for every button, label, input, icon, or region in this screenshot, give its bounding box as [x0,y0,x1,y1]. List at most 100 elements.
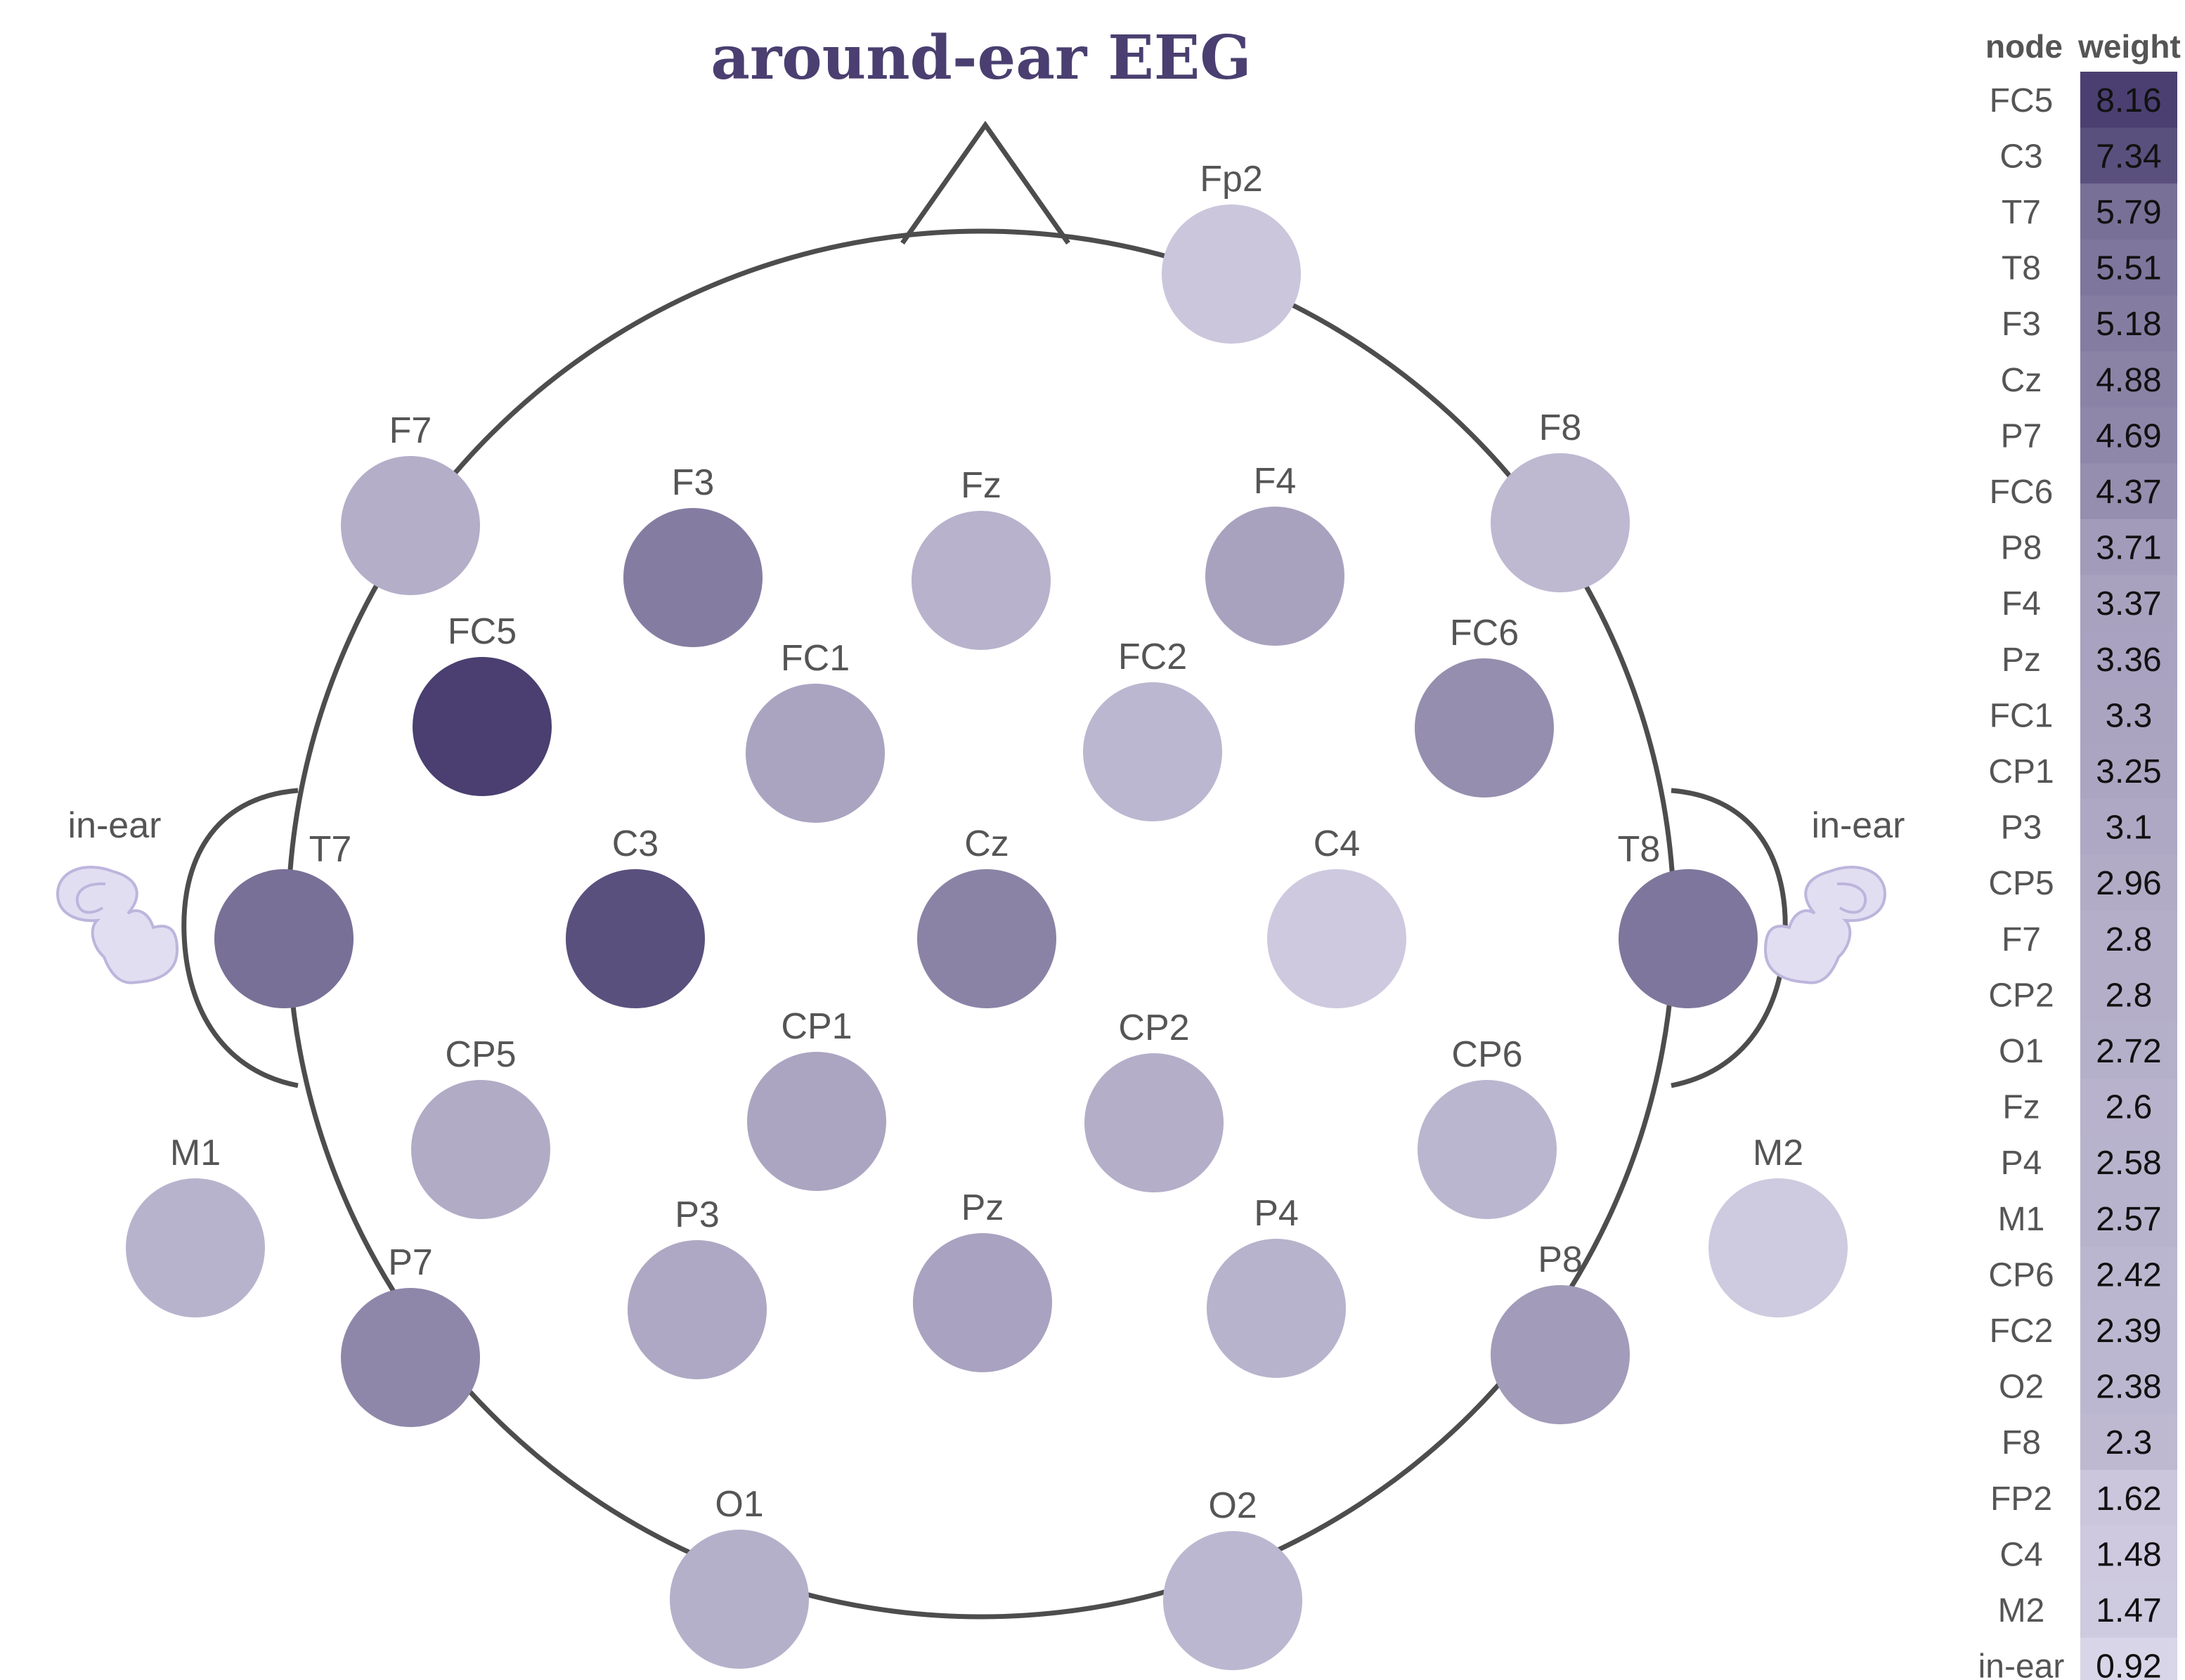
electrode-fc5 [413,657,552,796]
table-cell-o2 [2080,1357,2177,1414]
electrode-t7 [214,869,354,1008]
table-cell-cp5 [2080,854,2177,911]
electrode-p4 [1207,1239,1346,1378]
electrode-label-f8: F8 [1539,408,1582,448]
electrode-fp2 [1162,204,1301,344]
table-weight-m1: 2.57 [2096,1201,2161,1238]
in-ear-right-icon [1763,866,1887,984]
nose-icon [900,120,1070,245]
electrode-label-cp5: CP5 [445,1034,516,1075]
electrode-p8 [1491,1285,1630,1424]
electrode-pz [913,1233,1052,1372]
electrode-cp2 [1084,1053,1224,1192]
table-node-m2: M2 [1998,1592,2045,1629]
table-node-o1: O1 [1999,1033,2044,1070]
table-node-m1: M1 [1998,1201,2045,1238]
table-cell-p8 [2080,519,2177,575]
table-weight-p4: 2.58 [2096,1145,2161,1182]
table-weight-fc2: 2.39 [2096,1313,2161,1350]
table-weight-in-ear: 0.92 [2096,1648,2161,1680]
table-node-p8: P8 [2001,530,2042,567]
table-cell-cp1 [2080,743,2177,800]
table-cell-fc5 [2080,72,2177,129]
table-cell-p3 [2080,798,2177,855]
table-node-fz: Fz [2002,1089,2040,1126]
electrode-o1 [670,1530,809,1669]
electrode-fz [912,511,1051,650]
table-weight-o1: 2.72 [2096,1033,2161,1070]
table-weight-t7: 5.79 [2096,194,2161,231]
table-weight-pz: 3.36 [2096,642,2161,679]
electrode-label-cz: Cz [964,823,1009,864]
electrode-label-fz: Fz [961,465,1001,506]
table-weight-m2: 1.47 [2096,1592,2161,1629]
table-node-pz: Pz [2002,642,2041,679]
table-node-t7: T7 [2002,194,2041,231]
electrode-cp5 [411,1080,550,1219]
table-weight-fc5: 8.16 [2096,82,2161,119]
table-node-fc5: FC5 [1990,82,2054,119]
electrode-label-p4: P4 [1254,1193,1299,1234]
table-cell-f8 [2080,1414,2177,1471]
table-cell-fc2 [2080,1302,2177,1359]
table-weight-p8: 3.71 [2096,530,2161,567]
electrode-label-p3: P3 [675,1194,720,1235]
electrode-label-cp1: CP1 [781,1006,852,1047]
electrode-fc6 [1415,658,1554,797]
table-header-weight: weight [2077,28,2181,65]
table-node-cp2: CP2 [1988,977,2054,1014]
table-cell-cp2 [2080,966,2177,1023]
table-node-fc2: FC2 [1990,1313,2054,1350]
electrode-f3 [623,508,763,647]
electrode-label-p8: P8 [1538,1239,1583,1280]
table-weight-f8: 2.3 [2106,1424,2153,1461]
electrode-fc1 [746,684,885,823]
electrode-label-o1: O1 [715,1484,763,1525]
electrode-label-m1: M1 [170,1133,221,1173]
table-weight-cp1: 3.25 [2096,753,2161,790]
table-node-fp2: FP2 [1990,1480,2052,1518]
table-cell-t7 [2080,183,2177,240]
electrode-label-f4: F4 [1254,461,1297,502]
table-weight-t8: 5.51 [2096,250,2161,287]
electrode-p3 [628,1240,767,1379]
table-cell-cz [2080,351,2177,408]
in-ear-right: in-ear [1763,805,1905,984]
electrode-m1 [126,1178,265,1317]
electrode-label-fc1: FC1 [781,638,850,679]
table-cell-o1 [2080,1022,2177,1079]
electrode-label-fc6: FC6 [1450,613,1519,653]
electrode-fc2 [1083,682,1222,821]
in-ear-left-icon [56,866,179,984]
table-weight-cp2: 2.8 [2106,977,2153,1014]
table-cell-fc6 [2080,463,2177,520]
table-node-fc6: FC6 [1990,474,2054,511]
electrode-o2 [1163,1531,1302,1670]
table-node-p7: P7 [2001,417,2042,455]
electrode-label-m2: M2 [1753,1133,1803,1173]
table-cell-cp6 [2080,1246,2177,1303]
electrode-label-fc5: FC5 [448,611,517,652]
electrode-label-fp2: Fp2 [1200,159,1263,200]
table-weight-p3: 3.1 [2106,809,2153,847]
table-cell-c3 [2080,127,2177,184]
electrode-m2 [1709,1178,1848,1317]
electrode-c4 [1267,869,1406,1008]
left-ear-outline-icon [181,788,299,1088]
electrode-label-c3: C3 [612,823,659,864]
table-cell-c4 [2080,1525,2177,1582]
electrode-label-p7: P7 [388,1242,433,1283]
electrode-label-fc2: FC2 [1118,637,1187,677]
electrode-label-cp2: CP2 [1118,1008,1189,1048]
table-weight-f3: 5.18 [2096,306,2161,343]
table-node-f8: F8 [2002,1424,2041,1461]
table-weight-fp2: 1.62 [2096,1480,2161,1518]
table-node-c4: C4 [1999,1536,2042,1573]
table-cell-pz [2080,631,2177,688]
table-weight-f4: 3.37 [2096,585,2161,623]
table-weight-cz: 4.88 [2096,362,2161,399]
table-cell-in-ear [2080,1637,2177,1680]
electrode-label-t8: T8 [1618,829,1661,870]
table-cell-f4 [2080,575,2177,632]
